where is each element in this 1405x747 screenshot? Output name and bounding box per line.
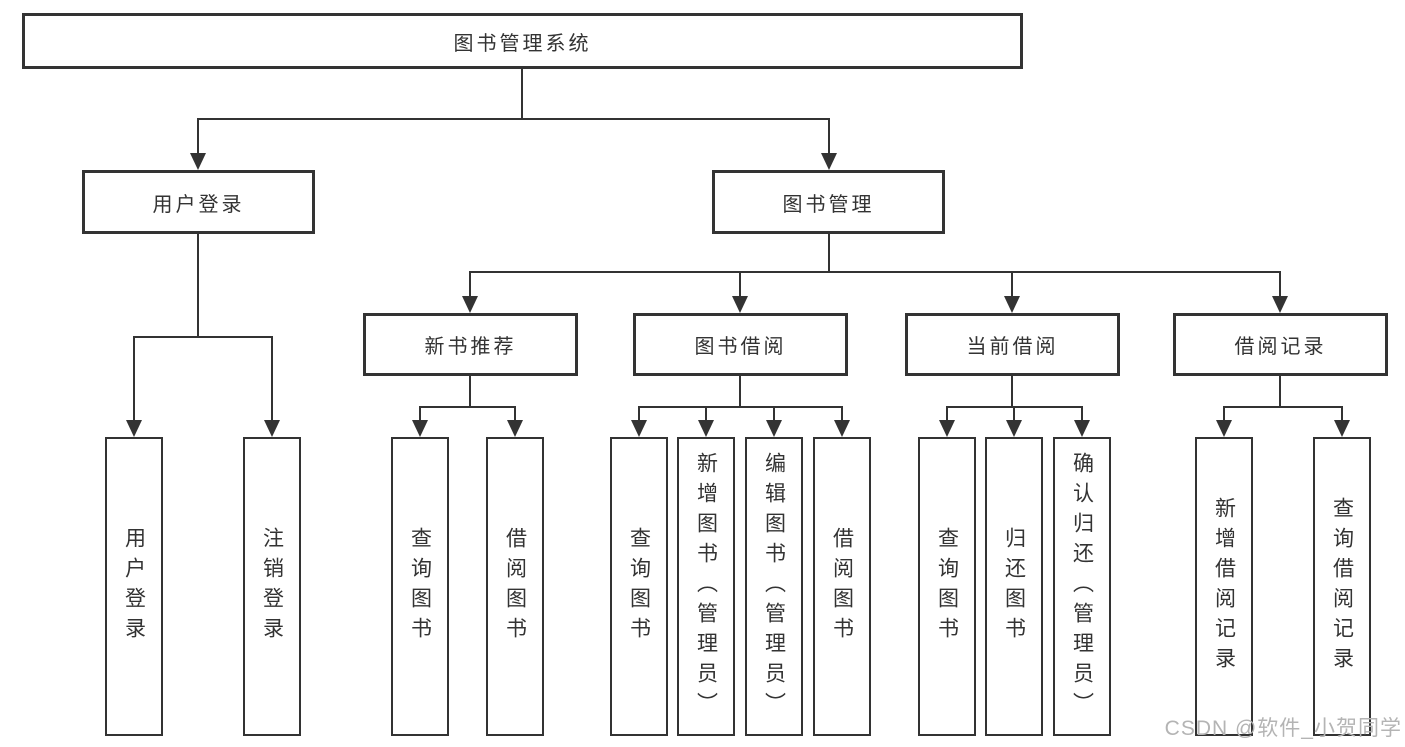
- connector-hline: [1224, 406, 1342, 408]
- connector-hline: [639, 406, 842, 408]
- node-book-borrowing: 图书借阅: [633, 313, 848, 376]
- connector-arrow: [1334, 420, 1350, 437]
- connector-vline: [1011, 376, 1013, 406]
- connector-arrow: [1216, 420, 1232, 437]
- connector-vline: [1341, 406, 1343, 422]
- connector-arrow: [821, 153, 837, 170]
- leaf-query-books-recommend: 查询图书: [391, 437, 449, 736]
- connector-arrow: [939, 420, 955, 437]
- connector-vline: [1223, 406, 1225, 422]
- connector-arrow: [264, 420, 280, 437]
- connector-arrow: [1004, 296, 1020, 313]
- connector-vline: [271, 336, 273, 422]
- leaf-add-books-admin: 新增图书（管理员）: [677, 437, 735, 736]
- connector-arrow: [732, 296, 748, 313]
- connector-arrow: [462, 296, 478, 313]
- connector-vline: [841, 406, 843, 422]
- connector-arrow: [412, 420, 428, 437]
- connector-vline: [739, 271, 741, 296]
- connector-vline: [1279, 271, 1281, 296]
- node-current-borrowing: 当前借阅: [905, 313, 1120, 376]
- connector-vline: [739, 376, 741, 406]
- connector-vline: [1279, 376, 1281, 406]
- connector-vline: [1011, 271, 1013, 296]
- connector-arrow: [507, 420, 523, 437]
- connector-vline: [514, 406, 516, 422]
- connector-vline: [1081, 406, 1083, 422]
- connector-vline: [638, 406, 640, 422]
- connector-arrow: [126, 420, 142, 437]
- connector-arrow: [190, 153, 206, 170]
- connector-hline: [420, 406, 515, 408]
- connector-vline: [469, 376, 471, 406]
- node-new-book-recommendation: 新书推荐: [363, 313, 578, 376]
- connector-arrow: [834, 420, 850, 437]
- connector-hline: [470, 271, 1280, 273]
- connector-vline: [419, 406, 421, 422]
- connector-vline: [197, 234, 199, 336]
- connector-hline: [198, 118, 830, 120]
- connector-arrow: [1272, 296, 1288, 313]
- leaf-query-books-current: 查询图书: [918, 437, 976, 736]
- connector-arrow: [698, 420, 714, 437]
- leaf-add-borrow-record: 新增借阅记录: [1195, 437, 1253, 736]
- connector-vline: [946, 406, 948, 422]
- connector-vline: [133, 336, 135, 422]
- node-borrowing-records: 借阅记录: [1173, 313, 1388, 376]
- leaf-borrow-books-borrowing: 借阅图书: [813, 437, 871, 736]
- connector-hline: [134, 336, 272, 338]
- leaf-query-books-borrowing: 查询图书: [610, 437, 668, 736]
- connector-vline: [1013, 406, 1015, 422]
- leaf-user-login: 用户登录: [105, 437, 163, 736]
- node-user-login: 用户登录: [82, 170, 315, 234]
- connector-vline: [469, 271, 471, 296]
- connector-vline: [828, 234, 830, 271]
- connector-vline: [197, 118, 199, 155]
- leaf-return-books: 归还图书: [985, 437, 1043, 736]
- leaf-edit-books-admin: 编辑图书（管理员）: [745, 437, 803, 736]
- connector-vline: [521, 69, 523, 118]
- connector-vline: [773, 406, 775, 422]
- connector-arrow: [1074, 420, 1090, 437]
- node-book-management: 图书管理: [712, 170, 945, 234]
- connector-arrow: [1006, 420, 1022, 437]
- leaf-logout: 注销登录: [243, 437, 301, 736]
- connector-vline: [828, 118, 830, 155]
- node-root: 图书管理系统: [22, 13, 1023, 69]
- leaf-query-borrow-record: 查询借阅记录: [1313, 437, 1371, 736]
- connector-arrow: [766, 420, 782, 437]
- leaf-borrow-books-recommend: 借阅图书: [486, 437, 544, 736]
- watermark: CSDN @软件_小贺同学: [1164, 717, 1402, 740]
- connector-vline: [705, 406, 707, 422]
- connector-arrow: [631, 420, 647, 437]
- leaf-confirm-return-admin: 确认归还（管理员）: [1053, 437, 1111, 736]
